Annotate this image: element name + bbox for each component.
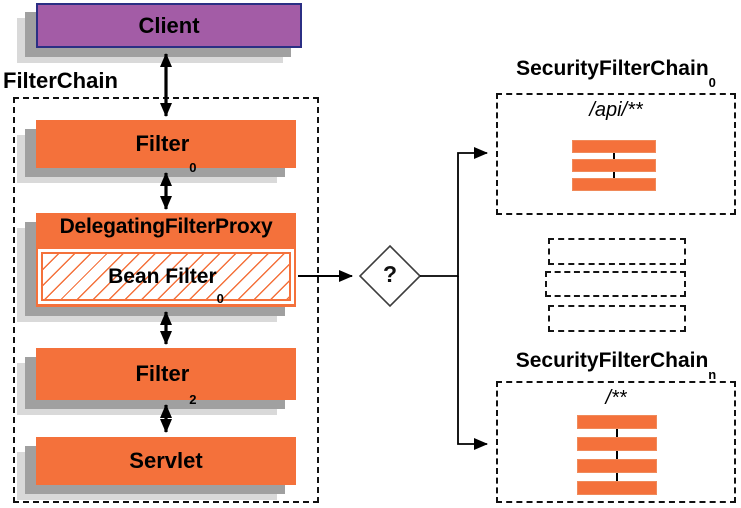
security-filter-bar bbox=[577, 415, 657, 429]
filter0-subscript: 0 bbox=[189, 160, 197, 175]
url-pattern-api: /api/** bbox=[589, 99, 643, 121]
filter0-label: Filter bbox=[135, 131, 190, 156]
filter2-node: Filter 2 bbox=[36, 348, 296, 406]
filter2-subscript: 2 bbox=[189, 392, 197, 407]
bar-connector-line bbox=[616, 422, 618, 488]
security-filter-bar bbox=[577, 459, 657, 473]
security-filter-bar bbox=[572, 140, 656, 153]
security-filter-chain-0-title-text: SecurityFilterChain bbox=[516, 57, 709, 80]
decision-label: ? bbox=[382, 261, 398, 287]
bean-filter-node: Bean Filter 0 bbox=[38, 249, 294, 305]
url-pattern-root: /** bbox=[605, 387, 627, 409]
placeholder-chain-stack bbox=[545, 238, 686, 332]
security-filter-chain-0-subscript: 0 bbox=[708, 75, 716, 90]
servlet-label: Servlet bbox=[129, 448, 203, 473]
arrow-decision-sfcn bbox=[457, 276, 488, 450]
bean-filter-label: Bean Filter bbox=[108, 264, 217, 288]
security-filter-chain-n-box: /** bbox=[496, 381, 736, 503]
security-filter-chain-n-title: SecurityFilterChainn bbox=[496, 349, 736, 381]
security-filter-bar bbox=[572, 178, 656, 191]
filterchain-title: FilterChain bbox=[3, 68, 118, 93]
bean-filter-subscript: 0 bbox=[216, 291, 224, 306]
security-filter-bar bbox=[577, 481, 657, 495]
placeholder-chain-row bbox=[548, 238, 686, 265]
placeholder-chain-row bbox=[545, 271, 686, 297]
security-filter-bar bbox=[577, 437, 657, 451]
security-filter-chain-n-subscript: n bbox=[708, 367, 717, 382]
security-filter-chain-n-title-text: SecurityFilterChain bbox=[515, 349, 709, 372]
client-node: Client bbox=[36, 3, 302, 48]
security-filter-chain-0-box: /api/** bbox=[496, 93, 736, 215]
client-label: Client bbox=[138, 12, 200, 38]
filter2-label: Filter bbox=[135, 361, 190, 386]
servlet-node: Servlet bbox=[36, 437, 296, 485]
arrow-decision-sfc0 bbox=[420, 147, 488, 277]
filter-bar-stack-n bbox=[577, 415, 657, 495]
delegating-filter-proxy-node: DelegatingFilterProxy Bean Filter 0 bbox=[36, 213, 296, 307]
filter0-node: Filter 0 bbox=[36, 120, 296, 174]
security-filter-chain-0-title: SecurityFilterChain0 bbox=[496, 57, 736, 89]
placeholder-chain-row bbox=[548, 305, 686, 332]
filter-bar-stack-0 bbox=[572, 140, 656, 191]
delegating-filter-proxy-label: DelegatingFilterProxy bbox=[59, 215, 273, 238]
security-filter-bar bbox=[572, 159, 656, 172]
